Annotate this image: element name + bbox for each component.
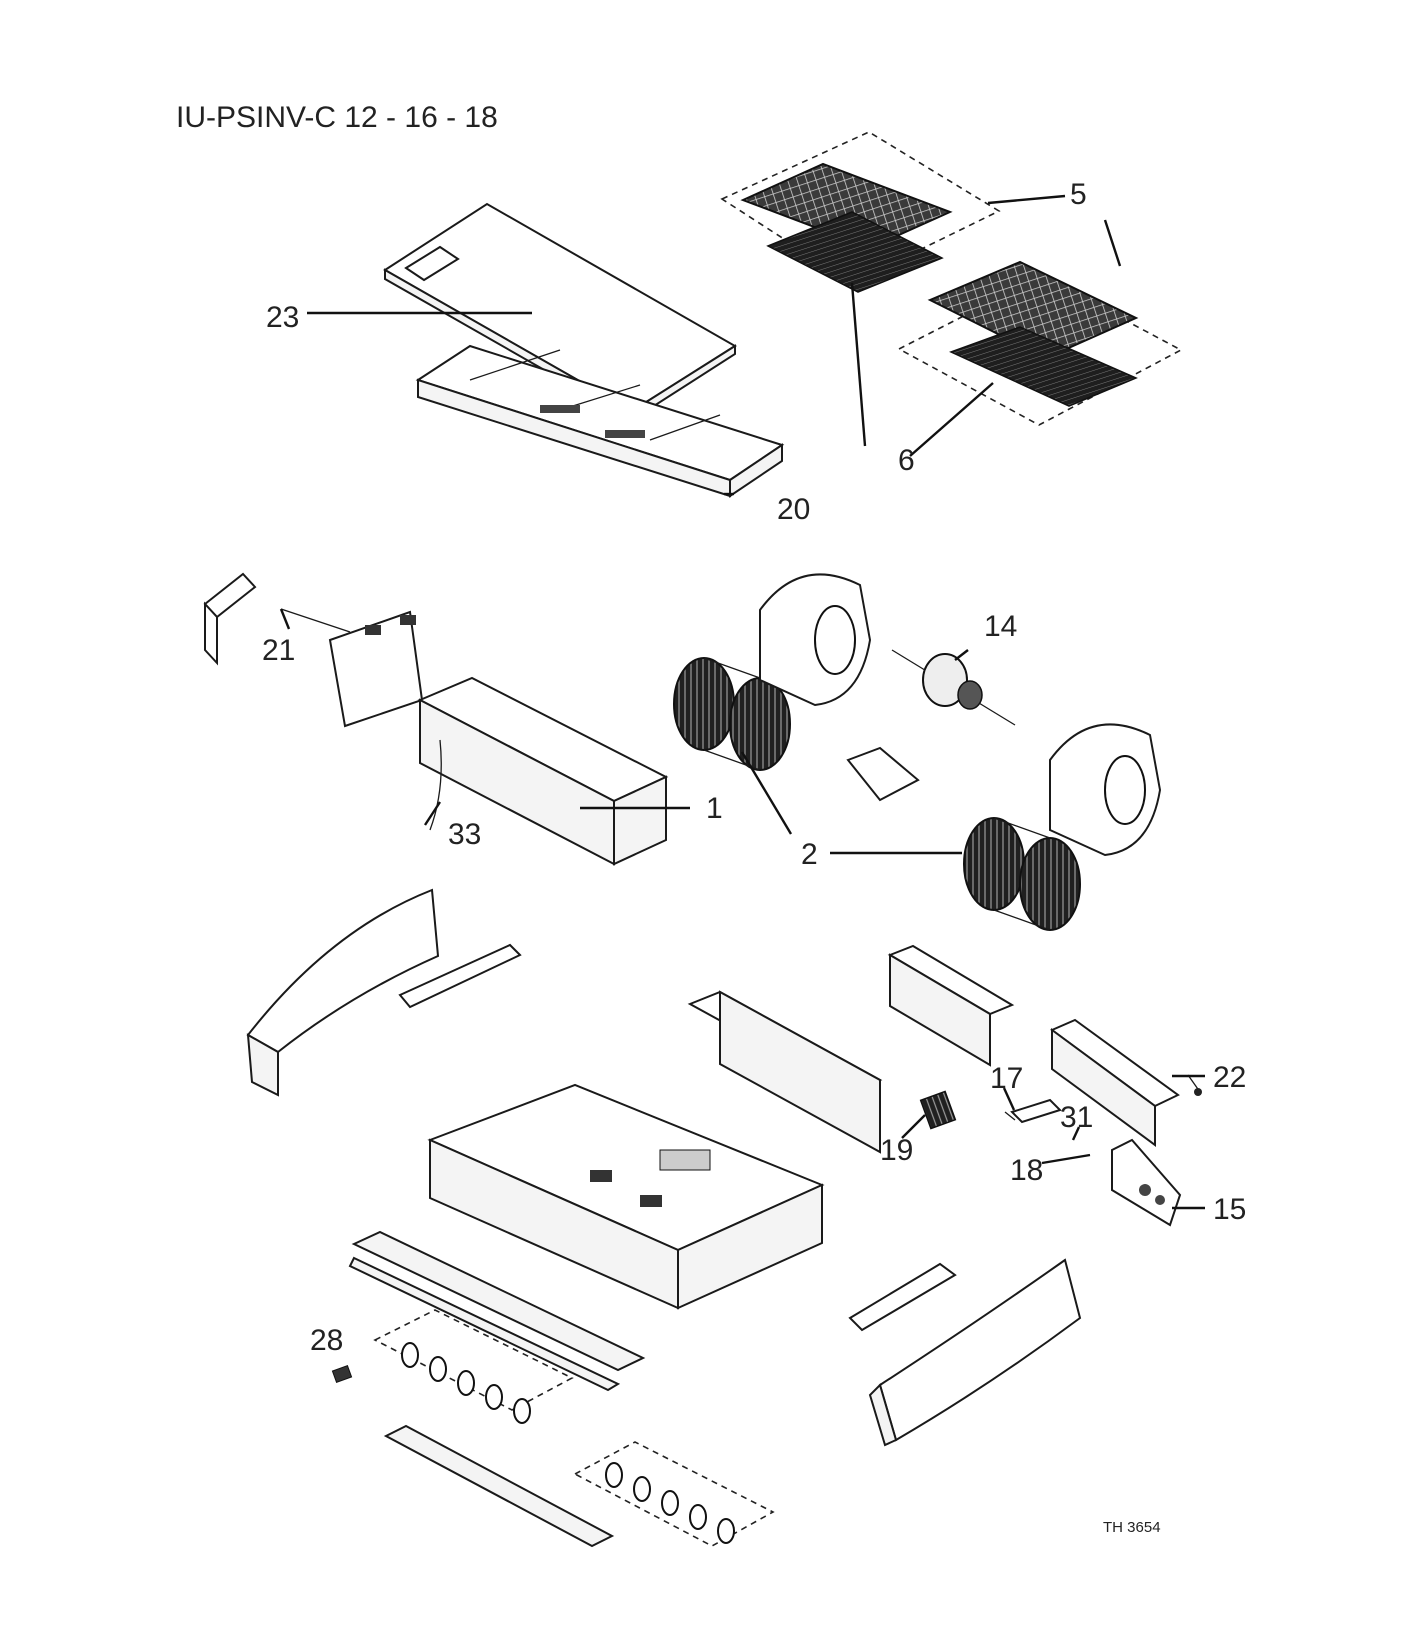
callout-2: 2 [801, 838, 818, 871]
part-5-filter-frame-lower [897, 260, 1183, 426]
main-chassis [427, 990, 883, 1310]
right-front-cover [868, 1258, 1082, 1447]
electrical-box [1050, 1018, 1180, 1147]
part-2-blower-wheel-lower [963, 817, 1081, 931]
callout-18: 18 [1010, 1154, 1043, 1187]
callout-33: 33 [448, 818, 481, 851]
leader-lines [279, 194, 1205, 1210]
callout-20: 20 [777, 493, 810, 526]
part-28-small-clip [331, 1364, 353, 1384]
callout-19: 19 [880, 1134, 913, 1167]
part-20-base-tray [415, 344, 785, 498]
part-19-connector [919, 1090, 957, 1130]
callout-23: 23 [266, 301, 299, 334]
callout-5: 5 [1070, 178, 1087, 211]
callout-17: 17 [990, 1062, 1023, 1095]
motor-bracket-right [848, 1262, 957, 1332]
callout-28: 28 [310, 1324, 343, 1357]
callout-22: 22 [1213, 1061, 1246, 1094]
callout-21: 21 [262, 634, 295, 667]
callout-1: 1 [706, 792, 723, 825]
drawing-code: TH 3654 [1103, 1519, 1161, 1536]
callout-labels: 23 5 6 20 21 14 1 33 2 22 17 31 19 18 15… [262, 178, 1246, 1357]
part-5-filter-frame-upper [720, 131, 1001, 293]
part-2-blower-wheel-upper [673, 657, 791, 771]
motor-bracket-left [398, 943, 522, 1009]
horizontal-louver-rail [348, 1230, 646, 1392]
diagram-title: IU-PSINV-C 12 - 16 - 18 [176, 101, 498, 134]
part-17-18-relay-bracket [1004, 1098, 1062, 1124]
callout-15: 15 [1213, 1193, 1246, 1226]
part-15-pcb [1111, 1138, 1182, 1227]
part-22-screw [1187, 1074, 1202, 1096]
scroll-housing-lower [1049, 723, 1162, 857]
electrical-cover [887, 944, 1015, 1067]
part-21-control-bracket [203, 572, 424, 728]
part-14-fan-motor [846, 649, 1016, 802]
part-1-evaporator-coil [417, 676, 669, 866]
callout-6: 6 [898, 444, 915, 477]
callout-14: 14 [984, 610, 1017, 643]
vane-group-right [573, 1441, 775, 1547]
scroll-housing-upper [759, 573, 872, 707]
vane-group-left [373, 1309, 574, 1424]
left-end-cap [246, 888, 440, 1097]
lower-louver-blade [383, 1424, 615, 1548]
callout-31: 31 [1060, 1101, 1093, 1134]
